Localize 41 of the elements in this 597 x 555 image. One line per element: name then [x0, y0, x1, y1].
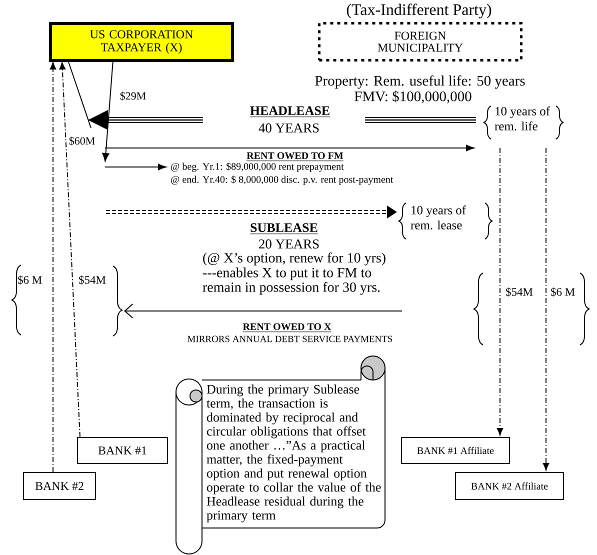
amount-label: $6 M	[18, 275, 42, 285]
bank-box: BANK #2 Affiliate	[455, 472, 564, 500]
term-label: 40 YEARS	[258, 123, 319, 133]
note-text: 10 years of rem. lease	[410, 206, 466, 230]
arrow	[542, 148, 550, 470]
term-label: 20 YEARS	[259, 239, 319, 249]
note-text: @ beg. Yr.1: $89,000,000 rent prepayment	[171, 162, 344, 172]
arrow	[59, 62, 80, 438]
edge-label: $60M	[69, 136, 95, 146]
edge-label: RENT OWED TO FM	[246, 152, 344, 162]
option-note: ---enables X to put it to FM to remain in possession for 30 yrs.	[202, 268, 380, 295]
edge-label: SUBLEASE	[250, 223, 318, 234]
line	[68, 60, 92, 128]
arrow	[106, 206, 397, 218]
bank-box: BANK #1 Affiliate	[401, 437, 510, 464]
edge-label: RENT OWED TO X	[242, 323, 332, 332]
arrow	[102, 60, 114, 162]
arrow	[50, 62, 56, 472]
arrow	[124, 304, 402, 318]
entity-box: FOREIGN MUNICIPALITY	[318, 22, 522, 62]
note-text: 10 years of rem. life	[494, 106, 550, 130]
bank-box: BANK #2	[23, 472, 96, 500]
arrow	[104, 144, 474, 152]
note-text: @ end. Yr.40: $ 8,000,000 disc. p.v. rent post-payment	[171, 176, 394, 185]
entity-box: US CORPORATION TAXPAYER (X)	[49, 22, 234, 62]
brace-bracket	[112, 266, 122, 336]
arrow	[104, 164, 166, 170]
amount-label: $54M	[79, 275, 106, 285]
amount-label: $6 M	[551, 287, 575, 297]
party-heading: (Tax-Indifferent Party)	[346, 4, 492, 18]
edge-label: $29M	[120, 92, 146, 100]
arrow	[496, 148, 504, 436]
amount-label: $54M	[506, 287, 533, 297]
bank-box: BANK #1	[77, 437, 168, 464]
edge-label: HEADLEASE	[250, 106, 330, 118]
property-note: FMV: $100,000,000	[354, 90, 472, 104]
arrow	[88, 110, 479, 130]
note-text: MIRRORS ANNUAL DEBT SERVICE PAYMENTS	[188, 336, 392, 342]
property-note: Property: Rem. useful life: 50 years	[315, 75, 525, 89]
option-note: (@ X’s option, renew for 10 yrs)	[203, 252, 386, 266]
scroll-note: During the primary Sublease term, the transaction is dominated by reciprocal and circular obligations that offset one another …”As a practical matter, the fixed-payment option and put renewal option operate to collar the value of the Headlease residual during the primary term	[176, 368, 386, 554]
